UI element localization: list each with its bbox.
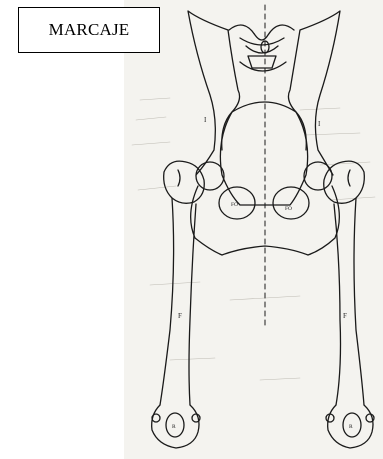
label-femur-left: F [178,312,182,320]
label-foramen-right: FO [285,206,292,212]
label-ilium-right: I [318,120,321,128]
left-femur [160,198,196,405]
pelvic-body [220,102,307,205]
left-stifle [152,405,200,448]
sacrum [229,25,294,71]
left-ilium [188,11,240,175]
marcaje-label-text: MARCAJE [49,20,130,40]
label-foramen-left: FO [231,202,238,208]
label-femur-right: F [343,312,347,320]
marcaje-label-box: MARCAJE [18,7,160,53]
right-hip-joint [304,161,364,203]
label-patella-left: R [172,424,176,430]
right-ilium [288,11,340,175]
label-ilium-left: I [204,116,207,124]
label-patella-right: R [349,424,353,430]
